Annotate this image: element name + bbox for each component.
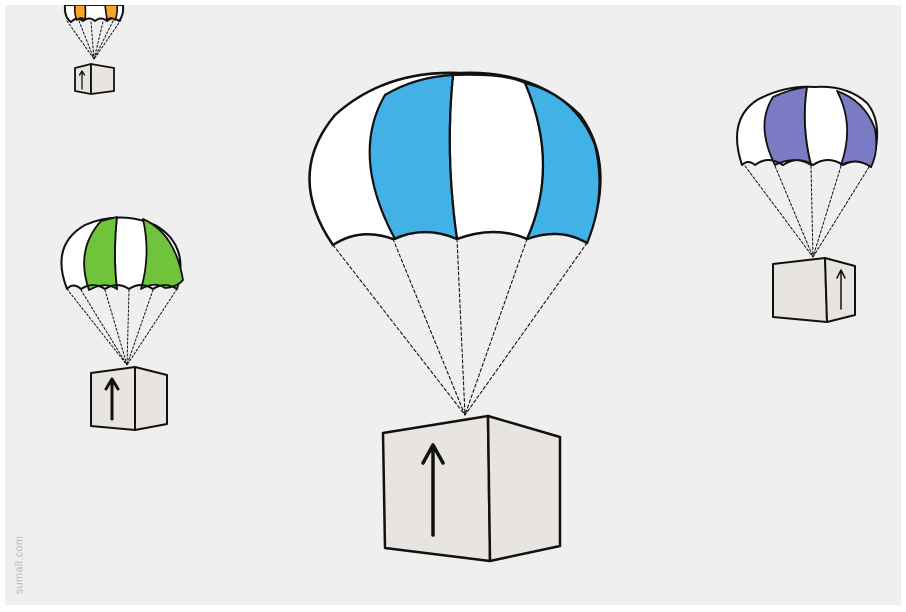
watermark: sumall.com [7,529,31,601]
arrow-up-icon [421,443,445,537]
blue-lines [332,238,588,416]
orange-canopy [63,5,125,23]
purple-canopy [736,85,879,168]
green-parachute [60,216,184,431]
watermark-text: sumall.com [13,535,25,595]
purple-parachute [736,85,879,323]
purple-crate [772,257,856,323]
green-canopy [60,216,184,291]
parachute-drop-illustration [60,5,879,563]
orange-parachute [63,5,125,95]
arrow-up-icon [104,377,120,421]
orange-crate [74,63,115,95]
arrow-up-icon [836,269,846,310]
blue-crate [381,414,562,563]
green-lines [66,288,178,366]
purple-lines [744,165,870,258]
blue-canopy [308,71,602,247]
blue-parachute [308,71,602,563]
arrow-up-icon [78,70,86,90]
illustration-frame: sumall.com [5,5,901,605]
orange-lines [66,19,122,60]
green-crate [90,366,168,431]
